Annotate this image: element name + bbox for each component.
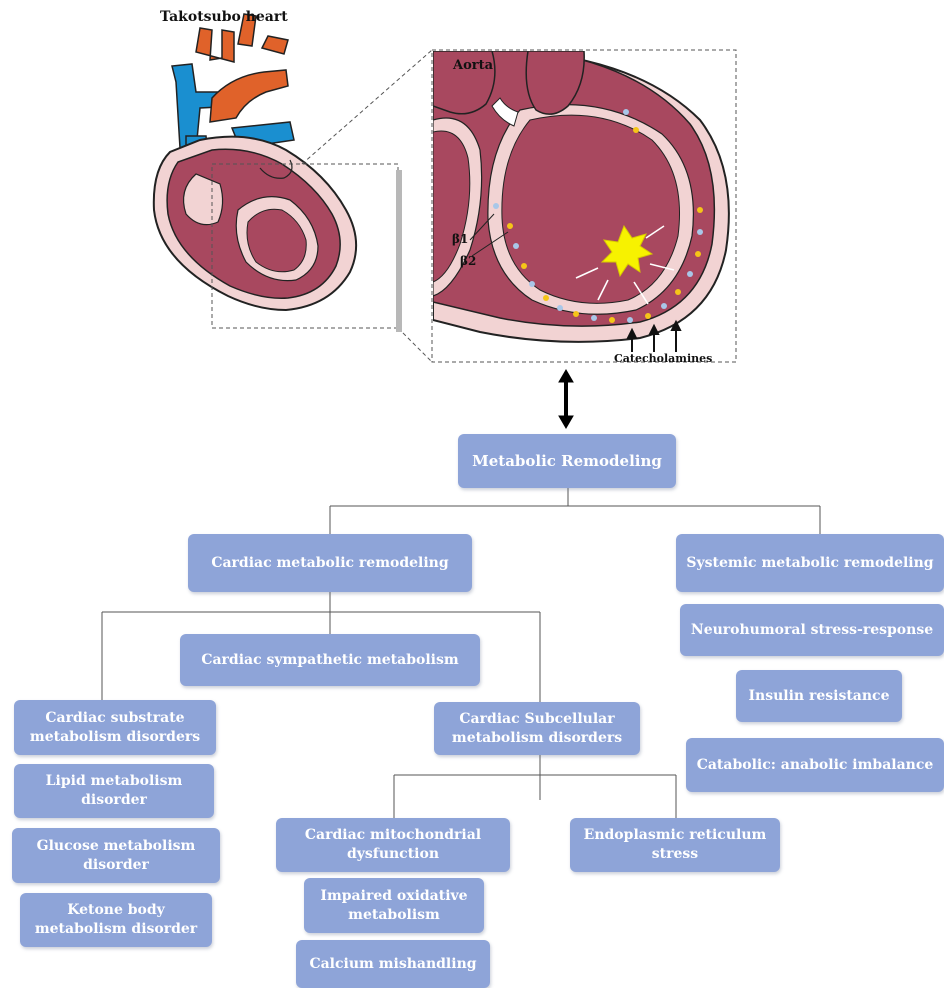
aorta-label: Aorta [453, 58, 493, 73]
node-mitochondrial-dysfunction: Cardiac mitochondrial dysfunction [276, 818, 510, 872]
node-catabolic-anabolic-imbalance: Catabolic: anabolic imbalance [686, 738, 944, 792]
catecholamines-label: Catecholamines [614, 352, 712, 365]
node-cardiac-metabolic-remodeling: Cardiac metabolic remodeling [188, 534, 472, 592]
node-lipid-metabolism-disorder: Lipid metabolism disorder [14, 764, 214, 818]
node-er-stress: Endoplasmic reticulum stress [570, 818, 780, 872]
node-insulin-resistance: Insulin resistance [736, 670, 902, 722]
zoomed-heart-panel [432, 50, 736, 362]
node-cardiac-subcellular-disorders: Cardiac Subcellular metabolism disorders [434, 702, 640, 755]
node-glucose-metabolism-disorder: Glucose metabolism disorder [12, 828, 220, 883]
heart-title: Takotsubo heart [160, 9, 288, 25]
node-metabolic-remodeling: Metabolic Remodeling [458, 434, 676, 488]
beta1-label: β1 [452, 232, 468, 246]
bidirectional-arrow [559, 370, 573, 428]
node-neurohumoral-stress-response: Neurohumoral stress-response [680, 604, 944, 656]
beta2-label: β2 [460, 254, 476, 268]
node-cardiac-sympathetic-metabolism: Cardiac sympathetic metabolism [180, 634, 480, 686]
node-impaired-oxidative-metabolism: Impaired oxidative metabolism [304, 878, 484, 933]
zoom-shadow [396, 170, 402, 332]
node-cardiac-substrate-disorders: Cardiac substrate metabolism disorders [14, 700, 216, 755]
node-calcium-mishandling: Calcium mishandling [296, 940, 490, 988]
takotsubo-heart-illustration [154, 14, 356, 310]
node-systemic-metabolic-remodeling: Systemic metabolic remodeling [676, 534, 944, 592]
node-ketone-body-disorder: Ketone body metabolism disorder [20, 893, 212, 947]
